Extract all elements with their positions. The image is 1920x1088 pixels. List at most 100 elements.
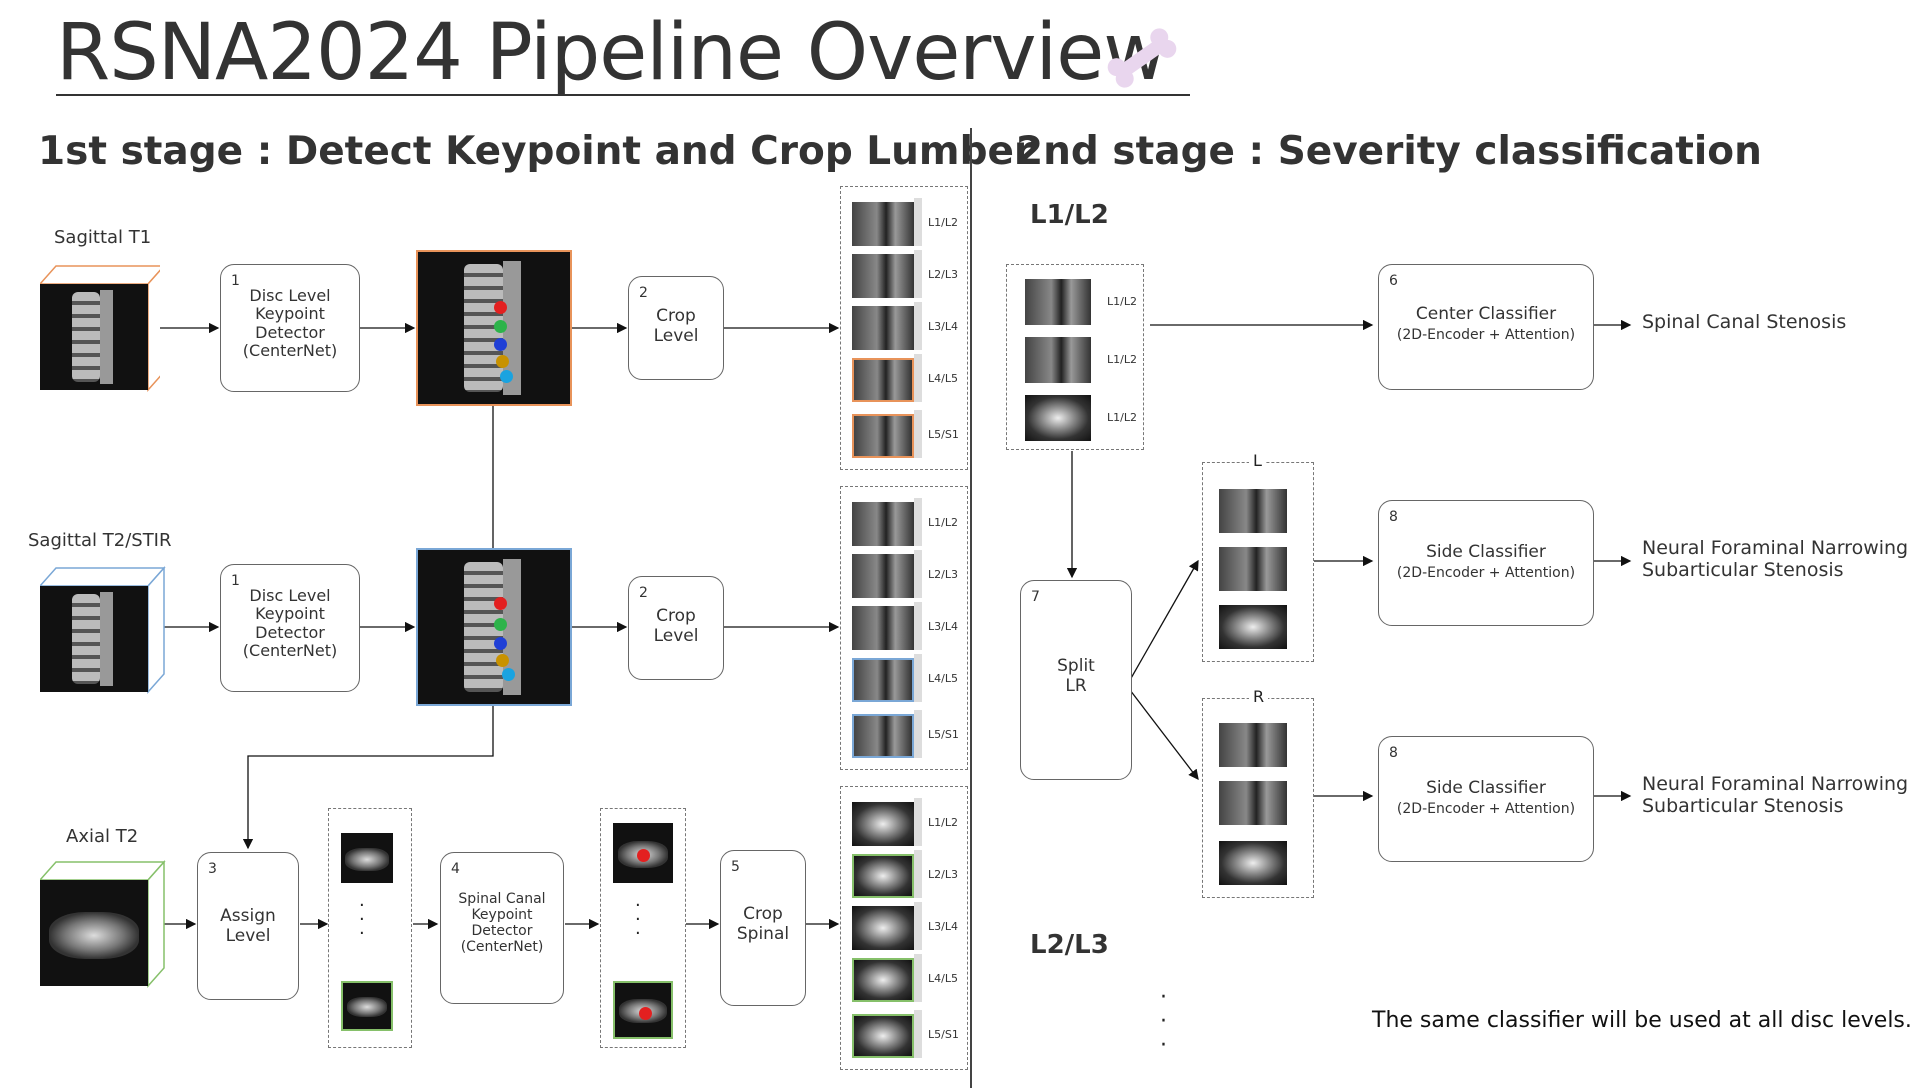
sagittal-t1-volume [40, 264, 160, 392]
level-crop-label: L3/L4 [928, 920, 958, 933]
step-number: 4 [451, 861, 460, 877]
keypoint-dot-l4l5 [496, 355, 509, 368]
level-crop-thumb [852, 1010, 922, 1062]
box-label: Assign Level [220, 906, 276, 946]
level-heading-l2l3: L2/L3 [1030, 930, 1109, 960]
box-label: Crop Level [653, 306, 699, 346]
right-thumb-t2 [1219, 781, 1287, 825]
box-label: Crop Level [653, 606, 699, 646]
step-number: 1 [231, 573, 240, 589]
keypoint-dot-l4l5 [496, 654, 509, 667]
keypoint-dot-l5s1 [500, 370, 513, 383]
level-crop-label: L5/S1 [928, 428, 959, 441]
level-heading-l1l2: L1/L2 [1030, 200, 1109, 230]
disc-level-detector-t2: 1 Disc Level Keypoint Detector (CenterNe… [220, 564, 360, 692]
level-crop-thumb [852, 654, 922, 706]
center-classifier-box: 6 Center Classifier (2D-Encoder + Attent… [1378, 264, 1594, 390]
level-crop-thumb [852, 354, 922, 406]
left-thumb-t1 [1219, 489, 1287, 533]
spinal-canal-detector: 4 Spinal Canal Keypoint Detector (Center… [440, 852, 564, 1004]
side-label-right: R [1249, 687, 1269, 706]
side-classifier-right: 8 Side Classifier (2D-Encoder + Attentio… [1378, 736, 1594, 862]
stack-label: L1/L2 [1107, 295, 1137, 308]
input-label-sagittal-t2: Sagittal T2/STIR [28, 530, 172, 551]
keypoint-dot-l1l2 [494, 301, 507, 314]
crop-level-t1: 2 Crop Level [628, 276, 724, 380]
spinal-keypoint-dot [639, 1007, 652, 1020]
level-crop-label: L4/L5 [928, 372, 958, 385]
side-label-left: L [1249, 451, 1266, 470]
step-number: 7 [1031, 589, 1040, 605]
level-crop-thumb [852, 850, 922, 902]
axial-keypoint-top [613, 823, 673, 883]
axial-t2-volume [40, 860, 166, 988]
keypoint-dot-l5s1 [502, 668, 515, 681]
spinal-keypoint-slices: · · · [600, 808, 686, 1048]
classifier-title: Side Classifier [1426, 778, 1546, 798]
stack-label: L1/L2 [1107, 353, 1137, 366]
level-crop-thumb [852, 198, 922, 250]
step-number: 1 [231, 273, 240, 289]
step-number: 3 [208, 861, 217, 877]
disc-level-detector-t1: 1 Disc Level Keypoint Detector (CenterNe… [220, 264, 360, 392]
box-label: Disc Level Keypoint Detector (CenterNet) [242, 586, 338, 661]
keypoint-dot-l2l3 [494, 618, 507, 631]
stack-thumb-t1 [1025, 279, 1091, 325]
level-crop-thumb [852, 710, 922, 762]
step-number: 6 [1389, 273, 1398, 289]
classifier-subtitle: (2D-Encoder + Attention) [1396, 565, 1576, 581]
keypoint-dot-l3l4 [494, 637, 507, 650]
assigned-slices: · · · [328, 808, 412, 1048]
level-crop-thumb [852, 302, 922, 354]
sagittal-t2-volume [40, 566, 166, 694]
vertical-ellipsis: · · · [635, 895, 641, 944]
level-crop-thumb [852, 250, 922, 302]
level-crop-label: L5/S1 [928, 1028, 959, 1041]
classifier-subtitle: (2D-Encoder + Attention) [1396, 801, 1576, 817]
level-crop-thumb [852, 602, 922, 654]
keypoint-image-t1 [416, 250, 572, 406]
stack-label: L1/L2 [1107, 411, 1137, 424]
level-crop-thumb [852, 902, 922, 954]
step-number: 2 [639, 285, 648, 301]
left-thumb-axial [1219, 605, 1287, 649]
box-label: Disc Level Keypoint Detector (CenterNet) [242, 286, 338, 361]
level-crop-label: L5/S1 [928, 728, 959, 741]
level-crop-label: L4/L5 [928, 672, 958, 685]
crop-spinal-box: 5 Crop Spinal [720, 850, 806, 1006]
step-number: 2 [639, 585, 648, 601]
keypoint-image-t2 [416, 548, 572, 706]
output-spinal-canal: Spinal Canal Stenosis [1642, 311, 1847, 333]
level-crop-label: L4/L5 [928, 972, 958, 985]
classifier-title: Side Classifier [1426, 542, 1546, 562]
axial-slice-top [341, 833, 393, 883]
output-side-left: Neural Foraminal Narrowing Subarticular … [1642, 537, 1909, 581]
axial-slice-bottom [341, 981, 393, 1031]
title-underline [56, 94, 1190, 96]
step-number: 8 [1389, 745, 1398, 761]
level-crop-label: L2/L3 [928, 868, 958, 881]
keypoint-dot-l2l3 [494, 320, 507, 333]
split-lr-box: 7 Split LR [1020, 580, 1132, 780]
step-number: 5 [731, 859, 740, 875]
level-crop-label: L2/L3 [928, 268, 958, 281]
level-crop-label: L1/L2 [928, 216, 958, 229]
stage1-title: 1st stage : Detect Keypoint and Crop Lum… [38, 129, 1034, 174]
level-crop-label: L3/L4 [928, 620, 958, 633]
input-label-sagittal-t1: Sagittal T1 [54, 227, 152, 248]
level-crop-thumb [852, 798, 922, 850]
right-side-stack: R [1202, 687, 1314, 898]
output-side-right: Neural Foraminal Narrowing Subarticular … [1642, 773, 1909, 817]
axial-keypoint-bottom [613, 981, 673, 1039]
step-number: 8 [1389, 509, 1398, 525]
keypoint-dot-l1l2 [494, 597, 507, 610]
classifier-title: Center Classifier [1415, 304, 1557, 324]
more-levels-ellipsis: · · · [1160, 985, 1167, 1058]
level-crop-label: L1/L2 [928, 516, 958, 529]
level-crop-thumb [852, 550, 922, 602]
page-title: RSNA2024 Pipeline Overview [56, 8, 1167, 98]
level-crop-thumb [852, 498, 922, 550]
right-thumb-axial [1219, 841, 1287, 885]
spinal-keypoint-dot [637, 849, 650, 862]
